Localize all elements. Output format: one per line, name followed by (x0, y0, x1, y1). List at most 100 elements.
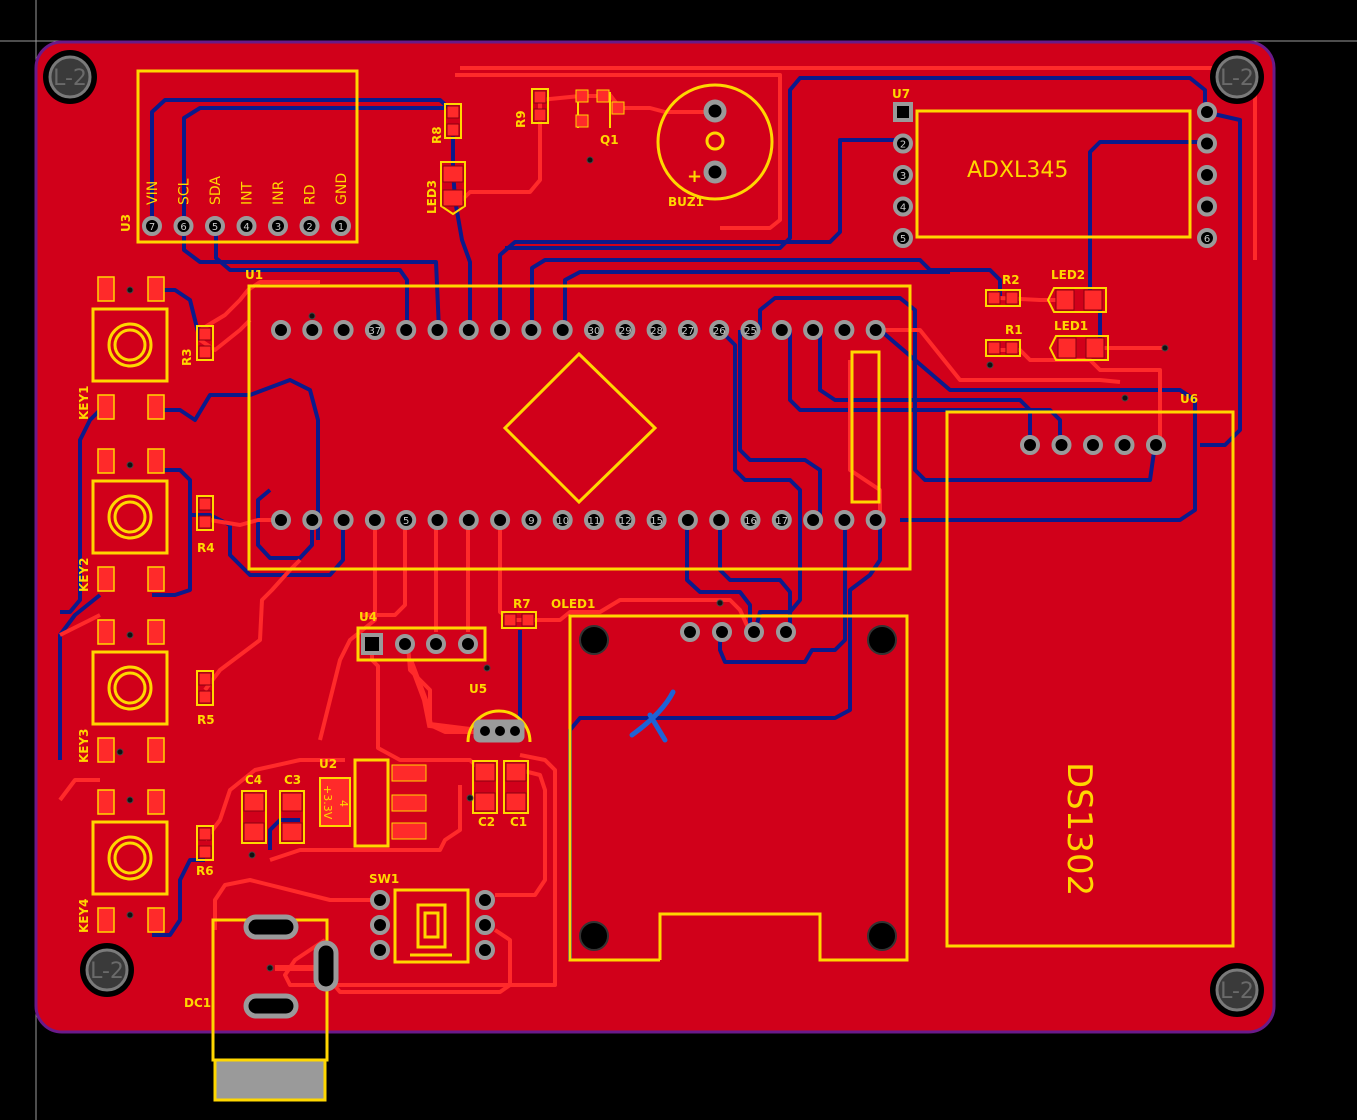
buz1-buzzer[interactable]: + BUZ1 (656, 83, 774, 209)
key-pad (97, 619, 115, 645)
u1-bottom-pin-label: 11 (588, 516, 601, 527)
mounting-hole: L-2 (80, 943, 134, 997)
u3-pin: 2 (299, 216, 320, 236)
u1-bottom-pin: 5 (396, 510, 417, 530)
r1-resistor[interactable] (985, 339, 1021, 357)
u1-top-pin (552, 320, 573, 340)
r9-ref: R9 (514, 110, 528, 128)
u1-top-pin-label: 26 (713, 326, 726, 337)
dc1-ref: DC1 (184, 996, 211, 1010)
r7-ref: R7 (513, 597, 531, 611)
oled1-module[interactable]: OLED1 (551, 597, 909, 962)
u7-right-pin (1197, 133, 1217, 154)
vias (116, 156, 1169, 972)
via (308, 312, 316, 320)
led3[interactable] (440, 161, 466, 216)
u1-top-pin-label: 30 (588, 326, 601, 337)
dc-jack-pad-2 (313, 940, 339, 992)
mounting-hole: L-2 (1210, 50, 1264, 104)
u1-bottom-pin (333, 510, 354, 530)
key2-switch[interactable]: KEY2 (77, 448, 169, 592)
u3-pin: 5 (205, 216, 225, 236)
u1-bottom-pin (271, 510, 291, 530)
u1-top-pin: 37 (364, 320, 385, 340)
u3-pin-label: 4 (243, 222, 249, 233)
u5-pin-1 (480, 726, 490, 736)
u6-pin (1114, 435, 1135, 455)
r5-ref: R5 (197, 713, 215, 727)
led2-ref: LED2 (1051, 268, 1085, 282)
u1-top-pin: 29 (615, 320, 636, 340)
buzzer-polarity: + (687, 166, 702, 187)
u1-bottom-pin: 12 (615, 510, 636, 530)
r6-resistor[interactable] (196, 825, 214, 861)
u7-right-pin-label: 6 (1204, 234, 1210, 245)
oled-pin (776, 622, 796, 642)
r4-resistor[interactable] (196, 495, 214, 531)
u1-bottom-pin-label: 16 (744, 516, 757, 527)
c1-capacitor[interactable] (503, 760, 529, 814)
u1-bottom-pin: 17 (771, 510, 792, 530)
c2-ref: C2 (478, 815, 495, 829)
u3-pin: 6 (173, 216, 194, 236)
oled-mount-hole (867, 625, 897, 655)
oled-mount-hole (867, 921, 897, 951)
sw1-slide-switch[interactable]: SW1 (369, 872, 495, 964)
key3-switch[interactable]: KEY3 (77, 619, 169, 763)
u5-pin-3 (510, 726, 520, 736)
led2[interactable] (1046, 287, 1107, 313)
u4-pin-1 (361, 633, 383, 655)
u2-ref: U2 (319, 757, 337, 771)
led1[interactable] (1048, 335, 1109, 361)
r5-resistor[interactable] (196, 670, 214, 706)
key-pad (147, 394, 165, 420)
r7-resistor[interactable] (501, 611, 537, 629)
c4-capacitor[interactable] (241, 790, 267, 844)
r8-resistor[interactable] (444, 103, 462, 139)
c2-capacitor[interactable] (472, 760, 498, 814)
dc1-power-jack[interactable]: DC1 (184, 914, 339, 1102)
mounting-hole-label: L-2 (1220, 66, 1254, 91)
key-pad (147, 566, 165, 592)
q1-transistor[interactable]: Q1 (575, 89, 625, 147)
via (116, 748, 124, 756)
u5-regulator[interactable]: U5 (466, 682, 532, 743)
u7-left-pin (893, 102, 913, 122)
dc-jack-pad-1 (243, 914, 299, 940)
u3-ref: U3 (119, 214, 133, 232)
u4-header[interactable]: U4 (356, 610, 487, 662)
c3-ref: C3 (284, 773, 301, 787)
key1-switch[interactable]: KEY1 (77, 276, 169, 420)
buzzer-pad-2 (703, 160, 727, 184)
r1-ref: R1 (1005, 323, 1023, 337)
key-pad (97, 737, 115, 763)
u6-pin (1020, 435, 1040, 455)
r2-resistor[interactable] (985, 289, 1021, 307)
c3-capacitor[interactable] (279, 790, 305, 844)
c1-ref: C1 (510, 815, 527, 829)
r3-ref: R3 (180, 348, 194, 366)
key-pad (97, 394, 115, 420)
u3-pin-label: 5 (212, 222, 218, 233)
u6-ds1302-module[interactable]: DS1302 U6 (945, 392, 1235, 948)
key-ref: KEY1 (77, 385, 91, 420)
u1-top-pin-label: 25 (744, 326, 757, 337)
buzzer-pad-1 (703, 99, 727, 123)
u3-pin-name: SCL (177, 178, 193, 205)
u2-ldo[interactable]: +3.3V 4 U2 (319, 757, 427, 848)
dc-jack-pad-3 (243, 993, 299, 1019)
mcu-chip-outline (502, 351, 658, 505)
via (466, 794, 474, 802)
u1-bottom-pin-label: 10 (556, 516, 569, 527)
u1-top-pin (458, 320, 479, 340)
r3-resistor[interactable] (196, 325, 214, 361)
r9-resistor[interactable] (531, 88, 549, 124)
key4-switch[interactable]: KEY4 (77, 789, 169, 933)
u6-pin (1146, 435, 1166, 455)
mounting-hole-label: L-2 (1220, 979, 1254, 1004)
key-pad (97, 789, 115, 815)
